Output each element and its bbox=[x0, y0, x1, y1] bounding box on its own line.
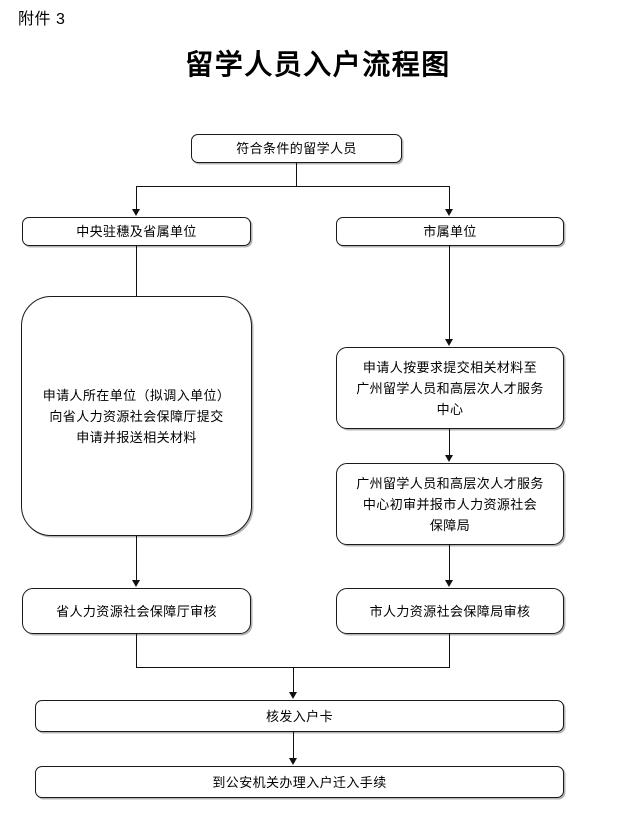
node-provincial-application-label: 申请人所在单位（拟调入单位） 向省人力资源社会保障厅提交 申请并报送相关材料 bbox=[42, 387, 231, 445]
arrowhead-application-to-provincial-audit bbox=[132, 580, 140, 587]
node-branch-municipal-label: 市属单位 bbox=[423, 224, 477, 239]
arrowhead-merge-to-issue-card bbox=[289, 692, 297, 699]
arrowhead-first-review-to-municipal-audit bbox=[445, 580, 453, 587]
edge-start-stem bbox=[296, 163, 297, 187]
edge-provincial-to-application bbox=[136, 246, 137, 296]
edge-municipal-audit-merge bbox=[449, 634, 450, 667]
edge-start-to-provincial bbox=[136, 186, 137, 210]
node-branch-provincial: 中央驻穗及省属单位 bbox=[22, 217, 251, 246]
node-start: 符合条件的留学人员 bbox=[191, 134, 402, 163]
node-municipal-first-review: 广州留学人员和高层次人才服务 中心初审并报市人力资源社会 保障局 bbox=[336, 463, 564, 545]
node-police-registration-label: 到公安机关办理入户迁入手续 bbox=[212, 774, 387, 790]
node-municipal-submit: 申请人按要求提交相关材料至 广州留学人员和高层次人才服务 中心 bbox=[336, 347, 564, 429]
node-municipal-first-review-label: 广州留学人员和高层次人才服务 中心初审并报市人力资源社会 保障局 bbox=[356, 475, 544, 533]
node-provincial-audit-label: 省人力资源社会保障厅审核 bbox=[56, 603, 217, 619]
edge-first-review-to-municipal-audit bbox=[449, 545, 450, 581]
node-municipal-audit: 市人力资源社会保障局审核 bbox=[336, 588, 564, 634]
node-start-label: 符合条件的留学人员 bbox=[236, 141, 357, 156]
edge-merge-to-issue-card bbox=[293, 667, 294, 693]
edge-submit-to-first-review bbox=[449, 429, 450, 456]
node-municipal-submit-label: 申请人按要求提交相关材料至 广州留学人员和高层次人才服务 中心 bbox=[356, 359, 544, 417]
edge-municipal-to-submit bbox=[449, 246, 450, 340]
attachment-label: 附件 3 bbox=[18, 11, 66, 28]
arrowhead-start-to-provincial bbox=[132, 209, 140, 216]
node-branch-provincial-label: 中央驻穗及省属单位 bbox=[76, 224, 197, 239]
node-provincial-application: 申请人所在单位（拟调入单位） 向省人力资源社会保障厅提交 申请并报送相关材料 bbox=[21, 296, 252, 536]
edge-start-to-municipal bbox=[449, 186, 450, 210]
edge-issue-card-to-police bbox=[293, 732, 294, 759]
arrowhead-issue-card-to-police bbox=[289, 758, 297, 765]
arrowhead-municipal-to-submit bbox=[445, 339, 453, 346]
arrowhead-start-to-municipal bbox=[445, 209, 453, 216]
page-title: 留学人员入户流程图 bbox=[185, 50, 451, 81]
node-branch-municipal: 市属单位 bbox=[336, 217, 564, 246]
node-issue-card: 核发入户卡 bbox=[35, 700, 564, 732]
edge-split-bar bbox=[136, 186, 450, 187]
node-municipal-audit-label: 市人力资源社会保障局审核 bbox=[369, 603, 531, 619]
node-police-registration: 到公安机关办理入户迁入手续 bbox=[35, 766, 564, 798]
edge-provincial-audit-merge bbox=[136, 634, 137, 667]
node-issue-card-label: 核发入户卡 bbox=[265, 708, 333, 724]
arrowhead-submit-to-first-review bbox=[445, 455, 453, 462]
edge-application-to-provincial-audit bbox=[136, 536, 137, 581]
node-provincial-audit: 省人力资源社会保障厅审核 bbox=[22, 588, 251, 634]
